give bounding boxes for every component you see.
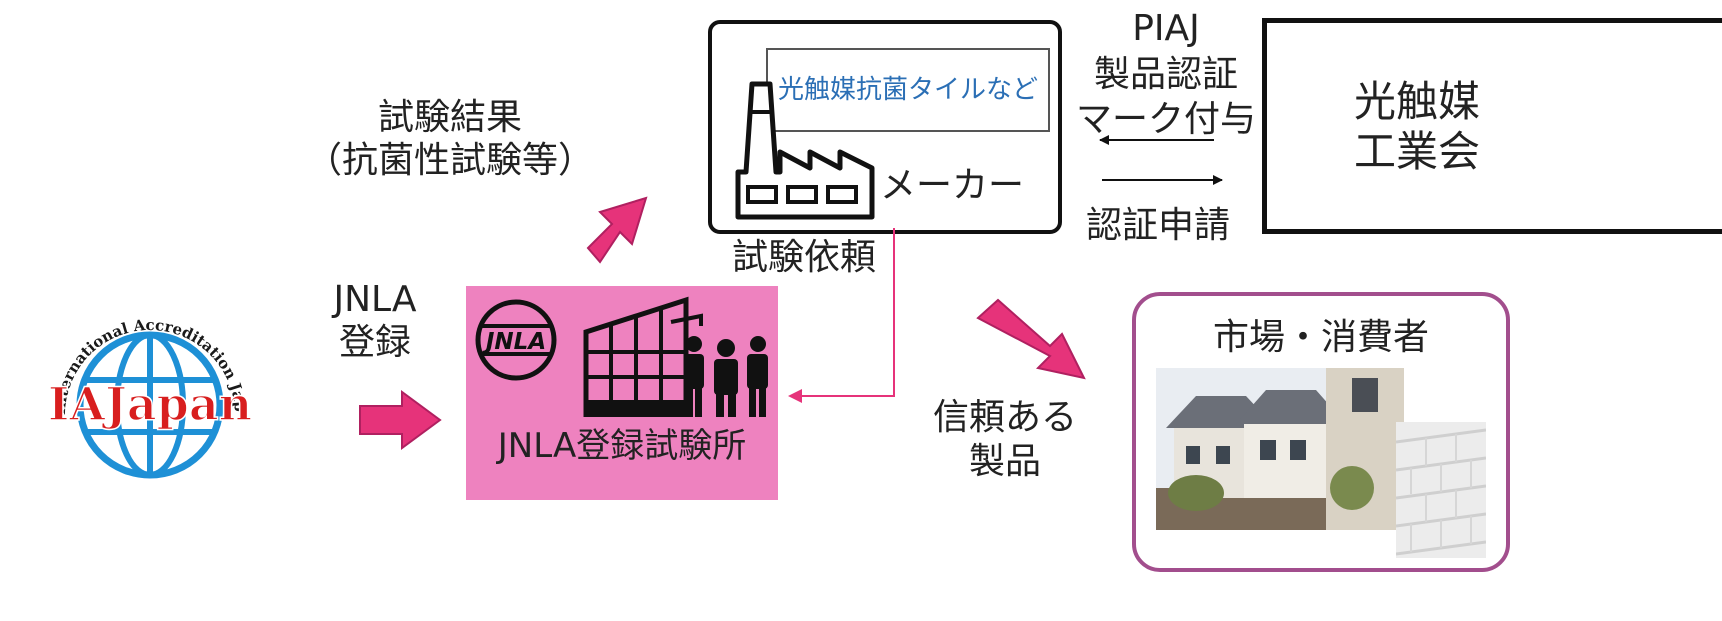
photocatalyst-association-box: 光触媒 工業会 <box>1262 18 1722 234</box>
svg-text:JNLA: JNLA <box>482 329 546 355</box>
test-results-arrow <box>586 196 648 264</box>
factory-icon <box>732 72 892 222</box>
test-results-label: 試験結果 （抗菌性試験等） <box>305 97 594 182</box>
test-request-label: 試験依頼 <box>732 237 877 278</box>
iajapan-logo: International Accreditation Japan IAJapa… <box>0 286 295 480</box>
houses-photo <box>1156 368 1404 530</box>
maker-label: メーカー <box>880 165 1025 206</box>
tile-photo <box>1395 422 1487 558</box>
jnla-registration-label: JNLA 登録 <box>333 279 417 364</box>
logo-wordmark: IAJapan <box>48 377 252 431</box>
product-label-box: 光触媒抗菌タイルなど <box>766 48 1050 132</box>
maker-box: 光触媒抗菌タイルなど メーカー <box>708 20 1062 234</box>
lab-title: JNLA登録試験所 <box>497 426 747 466</box>
certification-application-label: 認証申請 <box>1086 205 1231 246</box>
registration-arrow <box>359 390 442 450</box>
reliable-product-arrow <box>976 298 1086 380</box>
lab-building-icon <box>576 292 776 422</box>
piaj-mark-label: PIAJ 製品認証 マーク付与 <box>1075 8 1256 141</box>
product-label: 光触媒抗菌タイルなど <box>777 75 1038 105</box>
registered-lab-box: JNLA JNLA登録試験所 <box>466 286 778 500</box>
jnla-logo: JNLA <box>474 298 559 383</box>
reliable-products-label: 信頼ある 製品 <box>932 397 1077 482</box>
association-name: 光触媒 工業会 <box>1353 77 1480 176</box>
market-consumers-box: 市場・消費者 <box>1132 292 1510 572</box>
test-request-connector <box>788 228 895 403</box>
market-title: 市場・消費者 <box>1212 317 1429 358</box>
